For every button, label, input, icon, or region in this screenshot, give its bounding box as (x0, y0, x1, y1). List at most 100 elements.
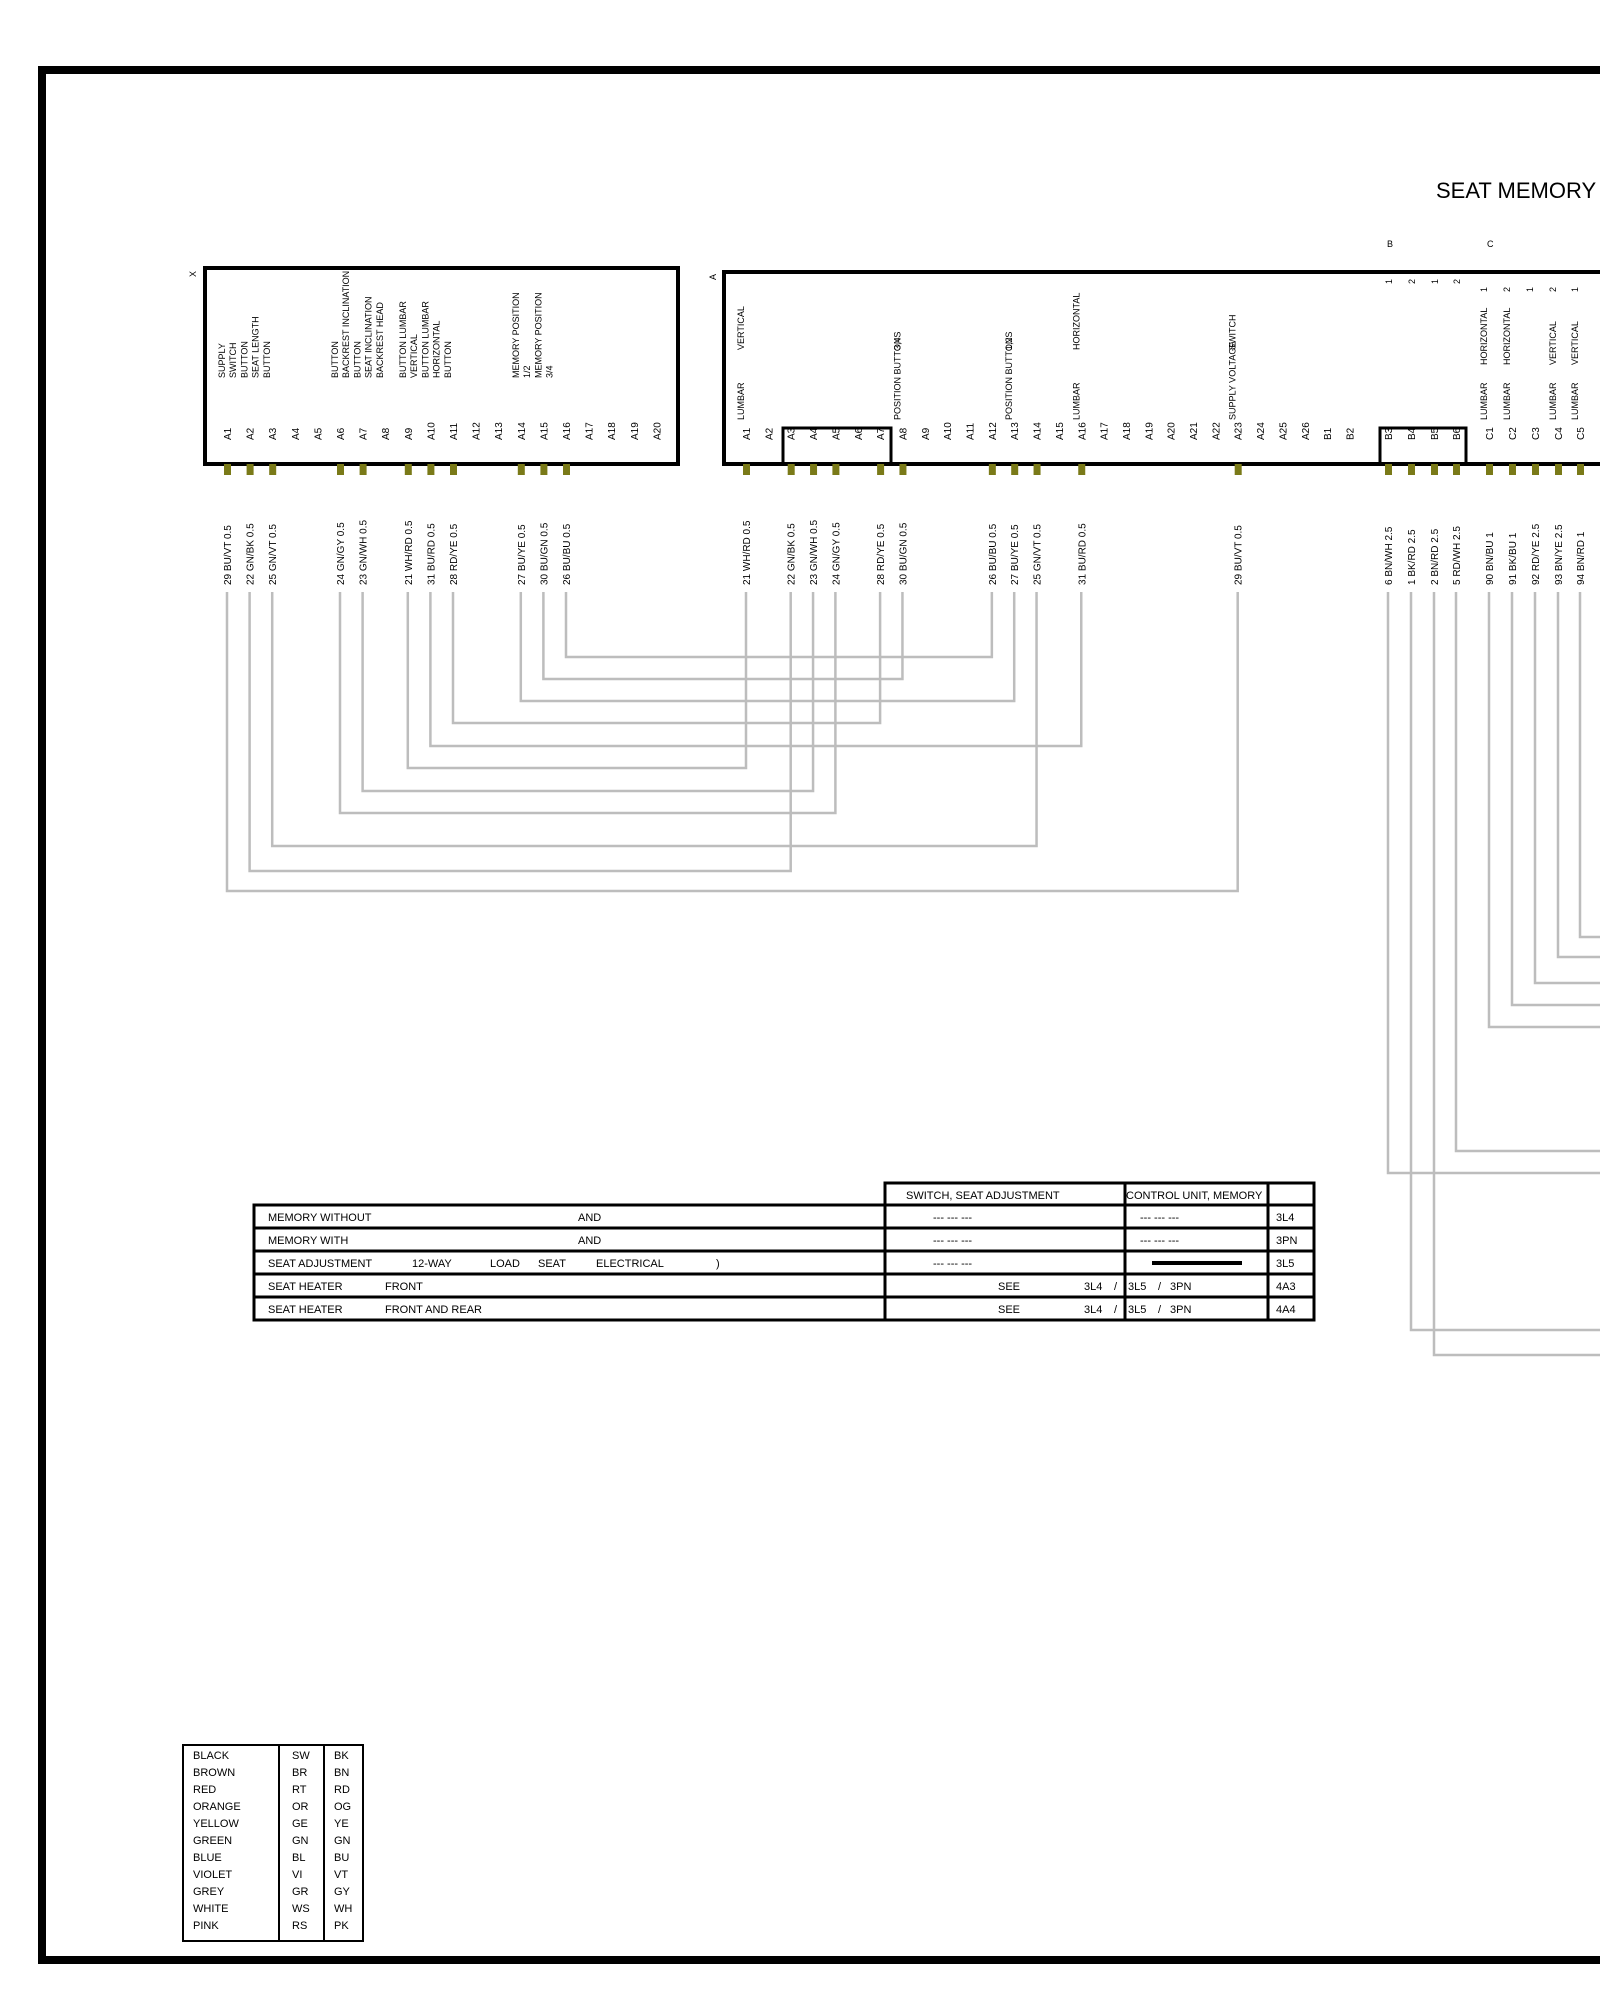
wire-run (406, 592, 748, 770)
connector-c-function: LUMBAR (1502, 382, 1512, 420)
legend-color-name: RED (193, 1784, 216, 1796)
connector-a-function: LUMBAR (736, 382, 746, 420)
wire-run (429, 592, 1083, 748)
connector-x-terminal (540, 464, 548, 475)
legend-code-en: VT (334, 1869, 348, 1881)
variant-ctrl-value: --- --- --- (1140, 1235, 1179, 1247)
variant-see-ref: 3L4 (1084, 1281, 1102, 1293)
legend-code-en: BN (334, 1767, 349, 1779)
variant-header-code (1266, 1181, 1316, 1207)
connector-a-pin: A1 (742, 427, 753, 440)
variant-see-ref: 3PN (1170, 1304, 1191, 1316)
connector-x-terminal (246, 464, 254, 475)
connector-c-tag: C (1487, 239, 1494, 249)
connector-a-pin: A10 (943, 422, 954, 440)
wire-run (338, 592, 837, 815)
connector-x-pin: A3 (268, 427, 279, 440)
connector-a-terminal (988, 464, 996, 475)
variant-switch-value: --- --- --- (933, 1258, 972, 1270)
connector-x-function: BUTTON LUMBAR (398, 301, 408, 378)
wire-run-offpage (1386, 592, 1600, 1175)
wire-run-offpage (1556, 592, 1600, 959)
connector-b-wire-label: 5 RD/WH 2.5 (1452, 526, 1463, 585)
connector-x-pin: A18 (607, 422, 618, 440)
wire-run-offpage (1533, 592, 1600, 985)
legend-code-de: GE (292, 1818, 308, 1830)
variant-desc: 12-WAY (412, 1258, 452, 1270)
connector-x-terminal (224, 464, 231, 475)
connector-a-pin: A21 (1189, 422, 1200, 440)
connector-a-pin: A20 (1167, 422, 1178, 440)
legend-color-name: PINK (193, 1920, 219, 1932)
legend-code-en: WH (334, 1903, 352, 1915)
legend-color-name: WHITE (193, 1903, 228, 1915)
connector-a-function: VERTICAL (736, 306, 746, 350)
connector-x-pin: A10 (426, 422, 437, 440)
connector-b-mark: 1 (1430, 279, 1440, 284)
wire-run-offpage (1454, 592, 1600, 1153)
connector-a-pin: A18 (1122, 422, 1133, 440)
variant-see-ref: SEE (998, 1281, 1020, 1293)
legend-code-en: OG (334, 1801, 351, 1813)
variant-row-code (1266, 1295, 1316, 1322)
connector-a-terminal (1033, 464, 1041, 475)
connector-x-terminal (269, 464, 277, 475)
connector-b-terminal (1385, 464, 1392, 475)
connector-a-function: 3,4 (892, 337, 902, 350)
connector-b-pin: B4 (1407, 427, 1418, 440)
connector-c-function: LUMBAR (1548, 382, 1558, 420)
connector-a-pin: A2 (764, 427, 775, 440)
connector-x-wire-label: 24 GN/GY 0.5 (336, 522, 347, 585)
connector-a-pin: A12 (988, 422, 999, 440)
connector-a-wire-label: 30 BU/GN 0.5 (898, 522, 909, 585)
connector-a-function: HORIZONTAL (1071, 293, 1081, 350)
connector-x-wire-label: 25 GN/VT 0.5 (268, 524, 279, 585)
connector-b-pin: B3 (1384, 427, 1395, 440)
variant-see-ref: 3L4 (1084, 1304, 1102, 1316)
connector-x-terminal (563, 464, 570, 475)
variant-code: 3PN (1276, 1235, 1297, 1247)
connector-x-wire-label: 31 BU/RD 0.5 (426, 523, 437, 585)
connector-x-wire-label: 30 BU/GN 0.5 (539, 522, 550, 585)
connector-c-function: VERTICAL (1570, 321, 1580, 365)
connector-b-wire-label: 1 BK/RD 2.5 (1407, 529, 1418, 585)
connector-x-wire-label: 22 GN/BK 0.5 (246, 523, 257, 585)
wire-run-offpage (1409, 592, 1600, 1332)
connector-x-wire-label: 23 GN/WH 0.5 (359, 520, 370, 585)
connector-x-function: BUTTON (443, 341, 453, 378)
connector-a-function: 1,2 (1004, 337, 1014, 350)
connector-x-pin: A5 (313, 427, 324, 440)
legend-code-de: OR (292, 1801, 309, 1813)
variant-see-ref: SEE (998, 1304, 1020, 1316)
legend-code-de: GR (292, 1886, 309, 1898)
legend-code-en: RD (334, 1784, 350, 1796)
variant-row-switch (883, 1249, 1127, 1276)
connector-x-function: SEAT LENGTH (251, 316, 261, 378)
wire-run (361, 592, 815, 793)
variant-see-ref: 3L5 (1128, 1281, 1146, 1293)
connector-c-terminal (1577, 464, 1584, 475)
variant-switch-value: --- --- --- (933, 1212, 972, 1224)
connector-a-wire-label: 29 BU/VT 0.5 (1234, 525, 1245, 585)
connector-a-terminal (743, 464, 750, 475)
connector-x-function: BUTTON LUMBAR (420, 301, 430, 378)
connector-x-function: BUTTON (353, 341, 363, 378)
connector-x-terminal (450, 464, 457, 475)
variant-desc: MEMORY WITH (268, 1235, 348, 1247)
connector-a-housing (722, 270, 1600, 466)
connector-a-pin: A25 (1278, 422, 1289, 440)
connector-c-wire-label: 94 BN/RD 1 (1576, 531, 1587, 585)
variant-desc: SEAT ADJUSTMENT (268, 1258, 372, 1270)
variant-see-ref: / (1114, 1281, 1118, 1293)
connector-x-terminal (337, 464, 344, 475)
variant-row-desc (252, 1272, 887, 1299)
variant-code: 3L5 (1276, 1258, 1294, 1270)
connector-a-pin: A13 (1010, 422, 1021, 440)
connector-x-pin: A1 (223, 427, 234, 440)
connector-x-wire-label: 29 BU/VT 0.5 (223, 525, 234, 585)
connector-a-pin: A3 (787, 427, 798, 440)
connector-c-pin: C5 (1576, 427, 1587, 440)
connector-b-terminal (1408, 464, 1415, 475)
